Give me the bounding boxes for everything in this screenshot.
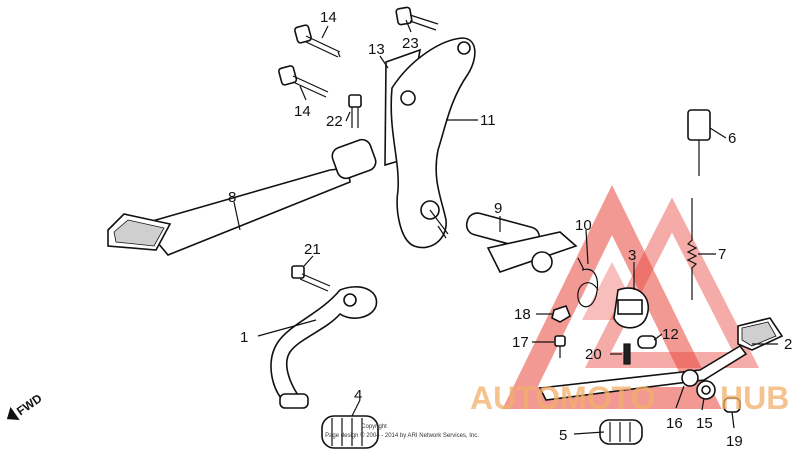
peg-rubber-5 (599, 419, 643, 445)
copyright-notice: Copyright Page design © 2004 - 2014 by A… (325, 424, 479, 439)
callout-6: 6 (728, 130, 736, 147)
callout-9: 9 (494, 200, 502, 217)
callout-21: 21 (304, 241, 321, 258)
callout-22: 22 (326, 113, 343, 130)
callout-8: 8 (228, 189, 236, 206)
pedal-pad-2 (737, 317, 784, 351)
callout-4: 4 (354, 387, 362, 404)
callout-18: 18 (514, 306, 531, 323)
callout-11: 11 (480, 112, 496, 129)
washer-15 (696, 380, 716, 400)
callout-23: 23 (402, 35, 419, 52)
main-bracket-11 (390, 37, 476, 249)
fwd-arrow-icon (6, 406, 20, 420)
footpeg-arm-1 (270, 286, 378, 409)
bolt-22 (348, 94, 362, 128)
linkage-rod-16 (538, 344, 748, 401)
watermark-text-left: AUTOMOTO (470, 380, 655, 416)
brake-pedal-8 (107, 138, 377, 256)
callout-16: 16 (666, 415, 683, 432)
copyright-line-1: Copyright (361, 424, 387, 430)
callout-2: 2 (784, 336, 792, 353)
spring-7 (686, 198, 698, 300)
callout-labels: 1 2 3 4 5 6 7 8 9 10 11 12 13 14 14 15 1… (228, 9, 792, 450)
callout-3: 3 (628, 247, 636, 264)
watermark-text-right: HUB (720, 380, 789, 416)
callout-7: 7 (718, 246, 726, 263)
washer-12 (637, 335, 657, 349)
callout-17: 17 (512, 334, 529, 351)
callout-1: 1 (240, 329, 248, 346)
callout-14-lower: 14 (294, 103, 311, 120)
callout-15: 15 (696, 415, 713, 432)
callout-19: 19 (726, 433, 743, 450)
clamp-3 (613, 287, 650, 329)
switch-6 (687, 109, 711, 176)
spring-10 (577, 257, 599, 308)
watermark-text: AUTOMOTO HUB (470, 380, 789, 416)
leader-lines (233, 19, 778, 435)
callout-10: 10 (575, 217, 592, 234)
callout-5: 5 (559, 427, 567, 444)
bolt-14-lower (278, 65, 329, 98)
callout-12: 12 (662, 326, 679, 343)
fwd-indicator: FWD (6, 391, 45, 420)
callout-14-upper: 14 (320, 9, 337, 26)
bolt-23 (395, 6, 439, 31)
copyright-line-2: Page design © 2004 - 2014 by ARI Network… (325, 432, 479, 439)
nut-18 (551, 305, 571, 323)
pin-20 (623, 343, 631, 365)
callout-20: 20 (585, 346, 602, 363)
pivot-shaft-9 (465, 212, 578, 273)
bolt-14-upper (294, 24, 341, 58)
callout-13: 13 (368, 41, 385, 58)
bolt-17 (554, 335, 566, 358)
bolt-21 (291, 265, 331, 292)
peg-rubber-4 (321, 415, 379, 449)
fwd-label: FWD (14, 391, 45, 418)
